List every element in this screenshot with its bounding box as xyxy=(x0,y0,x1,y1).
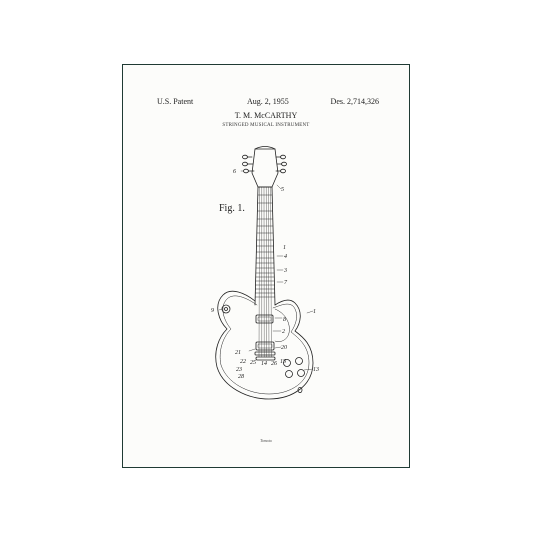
patent-office-label: U.S. Patent xyxy=(157,97,194,106)
callout-2: 2 xyxy=(282,329,285,335)
callout-25: 25 xyxy=(250,360,256,366)
callout-28: 28 xyxy=(238,374,244,380)
guitar-body-outline xyxy=(215,290,314,400)
guitar-body-binding xyxy=(219,295,310,395)
control-knob-3 xyxy=(285,370,293,378)
callout-4: 4 xyxy=(284,253,287,260)
callout-23: 23 xyxy=(236,367,242,373)
patent-number: Des. 2,714,326 xyxy=(330,97,379,106)
signature: Tomoto xyxy=(260,438,272,443)
callout-21: 21 xyxy=(235,350,241,356)
pickguard xyxy=(274,308,290,342)
tuners-right xyxy=(275,154,287,174)
neck-pickup xyxy=(255,314,274,324)
output-jack xyxy=(297,386,303,393)
headstock-tip xyxy=(254,146,276,150)
invention-title: STRINGED MUSICAL INSTRUMENT xyxy=(222,123,310,128)
callout-7: 7 xyxy=(284,280,288,286)
callout-14: 14 xyxy=(261,360,267,367)
callout-26: 26 xyxy=(271,361,277,367)
callout-1: 1 xyxy=(313,309,316,315)
control-knob-2 xyxy=(295,357,303,365)
callout-5: 5 xyxy=(281,187,284,193)
patent-poster: U.S. Patent Aug. 2, 1955 Des. 2,714,326 … xyxy=(122,64,410,468)
callout-22: 22 xyxy=(240,359,246,365)
inventor-name: T. M. McCARTHY xyxy=(234,111,298,120)
callout-9: 9 xyxy=(211,308,214,314)
guitar-drawing: 6 5 1 4 3 7 9 8 2 1 21 20 22 25 14 26 15… xyxy=(211,146,319,400)
callout-20: 20 xyxy=(281,345,287,351)
callout-6: 6 xyxy=(233,169,236,175)
callout-13: 13 xyxy=(313,367,319,373)
control-knob-1 xyxy=(283,359,291,367)
bridge-pickup xyxy=(255,341,275,351)
selector-switch xyxy=(221,304,231,314)
callout-15: 15 xyxy=(280,359,286,365)
patent-date: Aug. 2, 1955 xyxy=(247,97,289,106)
callout-leaders xyxy=(218,170,314,371)
bridge xyxy=(254,351,276,356)
callout-3: 3 xyxy=(283,268,287,274)
control-knob-4 xyxy=(297,369,305,377)
callout-1-upper: 1 xyxy=(283,245,286,251)
tailpiece xyxy=(255,356,276,361)
headstock-outline xyxy=(251,148,279,188)
frets xyxy=(254,194,276,298)
figure-label: Fig. 1. xyxy=(219,203,245,214)
strings xyxy=(258,186,272,358)
callout-8: 8 xyxy=(283,317,286,323)
